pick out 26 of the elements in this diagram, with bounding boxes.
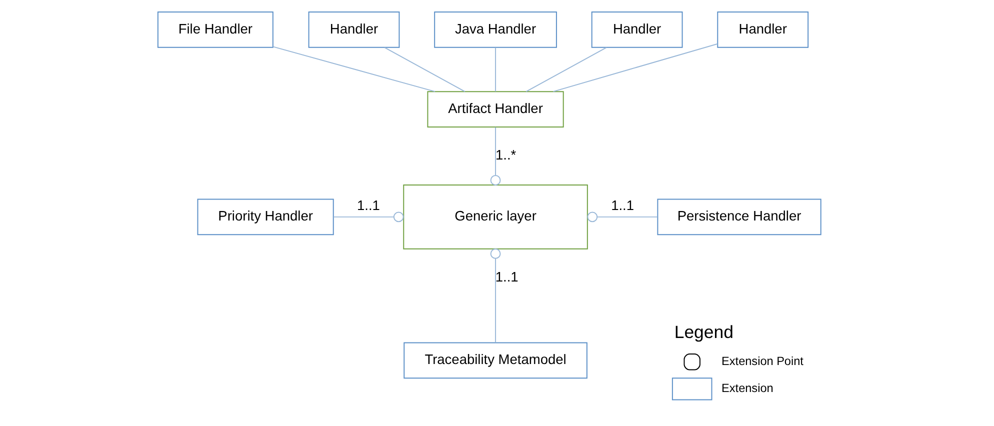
node-box: Java Handler (434, 12, 557, 48)
node-box: File Handler (157, 12, 274, 48)
node-box: Traceability Metamodel (404, 342, 588, 379)
node-box: Handler (591, 12, 683, 48)
connector (490, 126, 501, 186)
edge-label: 1..1 (357, 198, 380, 214)
legend-label: Extension (722, 382, 774, 395)
connector (552, 43, 718, 92)
connector (526, 47, 607, 92)
connector (272, 46, 436, 92)
connector (587, 212, 658, 222)
edge-label: 1..1 (495, 270, 518, 284)
node-box: Priority Handler (197, 198, 334, 236)
legend-label: Extension Point (722, 354, 804, 368)
node-box: Handler (717, 12, 809, 48)
connector (384, 47, 466, 92)
connector (490, 248, 501, 344)
node-box: Handler (308, 12, 400, 48)
connector (495, 47, 496, 92)
edge-label: 1..1 (611, 198, 634, 214)
node-box: Generic layer (403, 184, 588, 250)
edge-label: 1..* (496, 148, 516, 163)
node-box: Persistence Handler (657, 198, 822, 236)
label: Legend (674, 322, 734, 342)
node-box: Artifact Handler (427, 91, 564, 128)
connector (333, 212, 404, 222)
